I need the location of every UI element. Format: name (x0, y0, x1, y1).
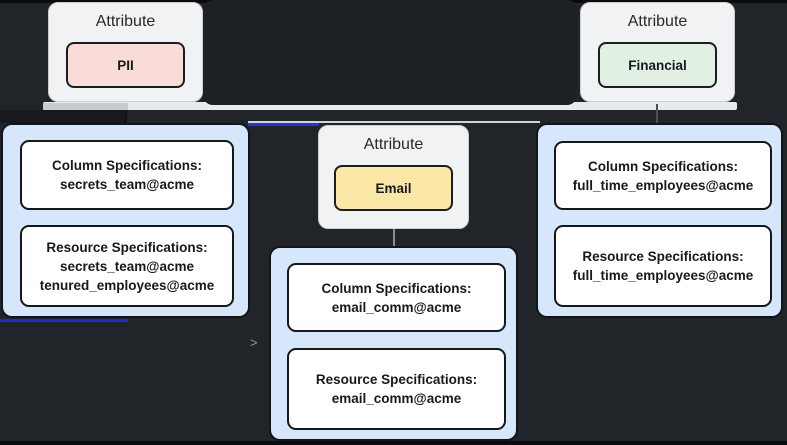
attribute-node-title: Attribute (627, 13, 688, 30)
resource-specs-value: email_comm@acme (331, 391, 462, 406)
column-specs-card[interactable]: Column Specifications: secrets_team@acme (20, 140, 234, 210)
resource-specs-value: tenured_employees@acme (39, 277, 215, 293)
resource-specs-title: Resource Specifications: (582, 249, 744, 264)
attribute-row-underlay-shade (43, 103, 128, 110)
edge-pii-connector (125, 110, 127, 123)
selected-edge-segment-bottom (0, 319, 128, 322)
edge-email-connector (393, 229, 395, 246)
resource-specs-card[interactable]: Resource Specifications: full_time_emplo… (554, 225, 772, 307)
resource-specs-value: full_time_employees@acme (572, 268, 754, 283)
column-specs-title: Column Specifications: (321, 280, 472, 296)
resource-specs-card[interactable]: Resource Specifications: secrets_team@ac… (20, 225, 234, 307)
resource-specs-value: secrets_team@acme (59, 258, 194, 274)
attribute-node-title: Attribute (95, 13, 156, 30)
edge-financial-connector (656, 104, 658, 123)
spec-group-node-email[interactable]: Column Specifications: email_comm@acme R… (269, 246, 518, 441)
column-specs-card[interactable]: Column Specifications: email_comm@acme (287, 263, 506, 332)
attribute-node-financial[interactable]: Attribute Financial (580, 2, 735, 102)
spec-group-node-pii[interactable]: Column Specifications: secrets_team@acme… (1, 123, 250, 318)
attribute-node-email[interactable]: Attribute Email (318, 125, 469, 229)
spec-group-node-financial[interactable]: Column Specifications: full_time_employe… (536, 123, 783, 318)
attribute-node-pii[interactable]: Attribute PII (48, 2, 203, 102)
column-specs-value: full_time_employees@acme (572, 177, 754, 193)
attribute-chip-financial[interactable]: Financial (598, 42, 717, 88)
bottom-black-strip (0, 441, 787, 445)
attribute-chip-email[interactable]: Email (334, 165, 453, 211)
column-specs-value: secrets_team@acme (59, 177, 194, 192)
column-specs-value: email_comm@acme (331, 299, 462, 315)
row-divider-line (248, 121, 540, 123)
resource-specs-title: Resource Specifications: (46, 239, 208, 255)
resource-specs-title: Resource Specifications: (315, 372, 478, 387)
chevron-right-icon[interactable]: > (250, 335, 258, 350)
attribute-row-dark-cover (203, 0, 577, 105)
resource-specs-card[interactable]: Resource Specifications: email_comm@acme (287, 348, 506, 430)
column-specs-card[interactable]: Column Specifications: full_time_employe… (554, 141, 772, 210)
column-specs-title: Column Specifications: (51, 158, 203, 173)
attribute-node-title: Attribute (363, 136, 424, 153)
attribute-chip-pii[interactable]: PII (66, 42, 185, 88)
column-specs-title: Column Specifications: (587, 158, 739, 174)
attribute-row-underlay (43, 102, 737, 110)
left-dark-band (0, 110, 127, 123)
selected-edge-segment-top (248, 123, 319, 126)
